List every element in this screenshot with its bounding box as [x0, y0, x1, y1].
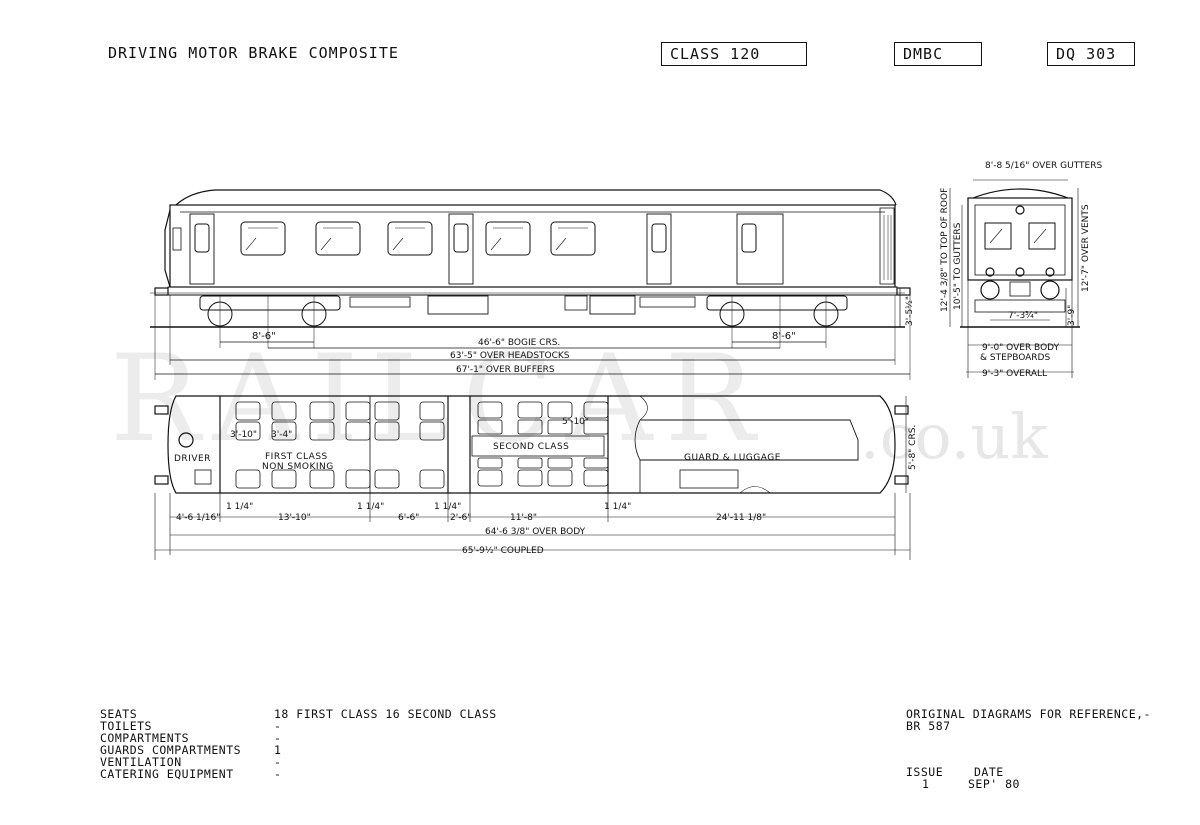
over-buffers-dim: 67'-1" OVER BUFFERS: [456, 365, 555, 375]
plan-view: [154, 395, 911, 560]
guard-luggage-label: GUARD & LUGGAGE: [684, 453, 781, 463]
spec-value: -: [274, 731, 282, 745]
spec-label: SEATS: [100, 707, 138, 721]
issue-block: ISSUE 1: [906, 766, 943, 790]
end-dimension-labels: 8'-8 5/16" OVER GUTTERS 12'-4 3/8" TO TO…: [940, 161, 1102, 379]
bogie-wheelbase-right-dim: 8'-6": [772, 331, 796, 342]
guard-length-dim: 24'-11 1/8": [716, 513, 766, 523]
end-elevation: [949, 179, 1080, 378]
spec-label: COMPARTMENTS: [100, 731, 190, 745]
over-headstocks-dim: 63'-5" OVER HEADSTOCKS: [450, 351, 570, 361]
bogie-wheelbase-left-dim: 8'-6": [252, 331, 276, 342]
reference-title: ORIGINAL DIAGRAMS FOR REFERENCE,-: [906, 707, 1151, 721]
partition-a-dim: 1 1/4": [226, 502, 253, 512]
diagram-number-box: DQ 303: [1047, 42, 1135, 66]
seat-pitch-a-dim: 3'-10": [230, 430, 257, 440]
step-height-dim: 3'-9": [1067, 305, 1077, 326]
date-block: DATE SEP' 80: [968, 766, 1020, 790]
first-class-label: FIRST CLASS: [265, 452, 328, 462]
over-body-steps-2-dim: & STEPBOARDS: [980, 353, 1050, 363]
over-body-steps-dim: 9'-0" OVER BODY: [982, 343, 1060, 353]
over-vents-dim: 12'-7" OVER VENTS: [1081, 204, 1091, 292]
diagram-title: DRIVING MOTOR BRAKE COMPOSITE: [108, 44, 399, 62]
wheel-gauge-dim: 7'-3¾": [1008, 311, 1038, 321]
over-gutters-dim: 8'-8 5/16" OVER GUTTERS: [985, 161, 1102, 171]
partition-c-dim: 1 1/4": [434, 502, 461, 512]
issue-value: 1: [922, 777, 930, 791]
bogie-centres-dim: 46'-6" BOGIE CRS.: [478, 338, 560, 348]
spec-value: 1: [274, 743, 282, 757]
spec-values: 18 FIRST CLASS 16 SECOND CLASS - - 1 - -: [274, 708, 497, 780]
class-label-box: CLASS 120: [661, 42, 807, 66]
spec-label: VENTILATION: [100, 755, 182, 769]
side-dimension-labels: 8'-6" 8'-6" 46'-6" BOGIE CRS. 63'-5" OVE…: [252, 296, 915, 375]
cab-length-dim: 4'-6 1/16": [176, 513, 220, 523]
type-code-box: DMBC: [894, 42, 982, 66]
plan-labels: DRIVER FIRST CLASS NON SMOKING SECOND CL…: [174, 417, 918, 556]
buffer-height-dim: 3'-5½": [905, 296, 915, 326]
side-elevation: [150, 189, 911, 380]
spec-value: -: [274, 719, 282, 733]
date-value: SEP' 80: [968, 777, 1020, 791]
spec-value: -: [274, 767, 282, 781]
seat-pitch-b-dim: 3'-4": [271, 430, 292, 440]
spec-value: -: [274, 755, 282, 769]
non-smoking-label: NON SMOKING: [262, 462, 334, 472]
to-gutters-dim: 10'-5" TO GUTTERS: [953, 222, 963, 310]
date-label: DATE: [974, 765, 1004, 779]
spec-label: CATERING EQUIPMENT: [100, 767, 234, 781]
top-of-roof-dim: 12'-4 3/8" TO TOP OF ROOF: [940, 188, 950, 312]
spec-label: GUARDS COMPARTMENTS: [100, 743, 242, 757]
second-class-length-dim: 11'-8": [510, 513, 537, 523]
seat-pitch-c-dim: 5'-10": [562, 417, 589, 427]
watermark-text: RAILCAR: [110, 330, 767, 469]
driver-label: DRIVER: [174, 454, 211, 464]
overall-width-dim: 9'-3" OVERALL: [982, 369, 1047, 379]
coupled-length-dim: 65'-9½" COUPLED: [462, 546, 544, 556]
door-width-dim: 2'-6": [450, 513, 471, 523]
reference-value: BR 587: [906, 719, 951, 733]
watermark-suffix: .co.uk: [860, 400, 1048, 473]
partition-d-dim: 1 1/4": [604, 502, 631, 512]
partition-b-dim: 1 1/4": [357, 502, 384, 512]
spec-labels: SEATS TOILETS COMPARTMENTS GUARDS COMPAR…: [100, 708, 241, 780]
second-class-label: SECOND CLASS: [493, 442, 569, 452]
over-body-length-dim: 64'-6 3/8" OVER BODY: [485, 527, 586, 537]
vestibule-length-dim: 6'-6": [398, 513, 419, 523]
spec-value: 18 FIRST CLASS 16 SECOND CLASS: [274, 707, 497, 721]
bogie-centres-width-dim: 5'-8" CRS.: [908, 425, 918, 470]
spec-label: TOILETS: [100, 719, 152, 733]
first-class-length-dim: 13'-10": [278, 513, 311, 523]
issue-label: ISSUE: [906, 765, 944, 779]
reference-block: ORIGINAL DIAGRAMS FOR REFERENCE,- BR 587: [906, 708, 1151, 732]
